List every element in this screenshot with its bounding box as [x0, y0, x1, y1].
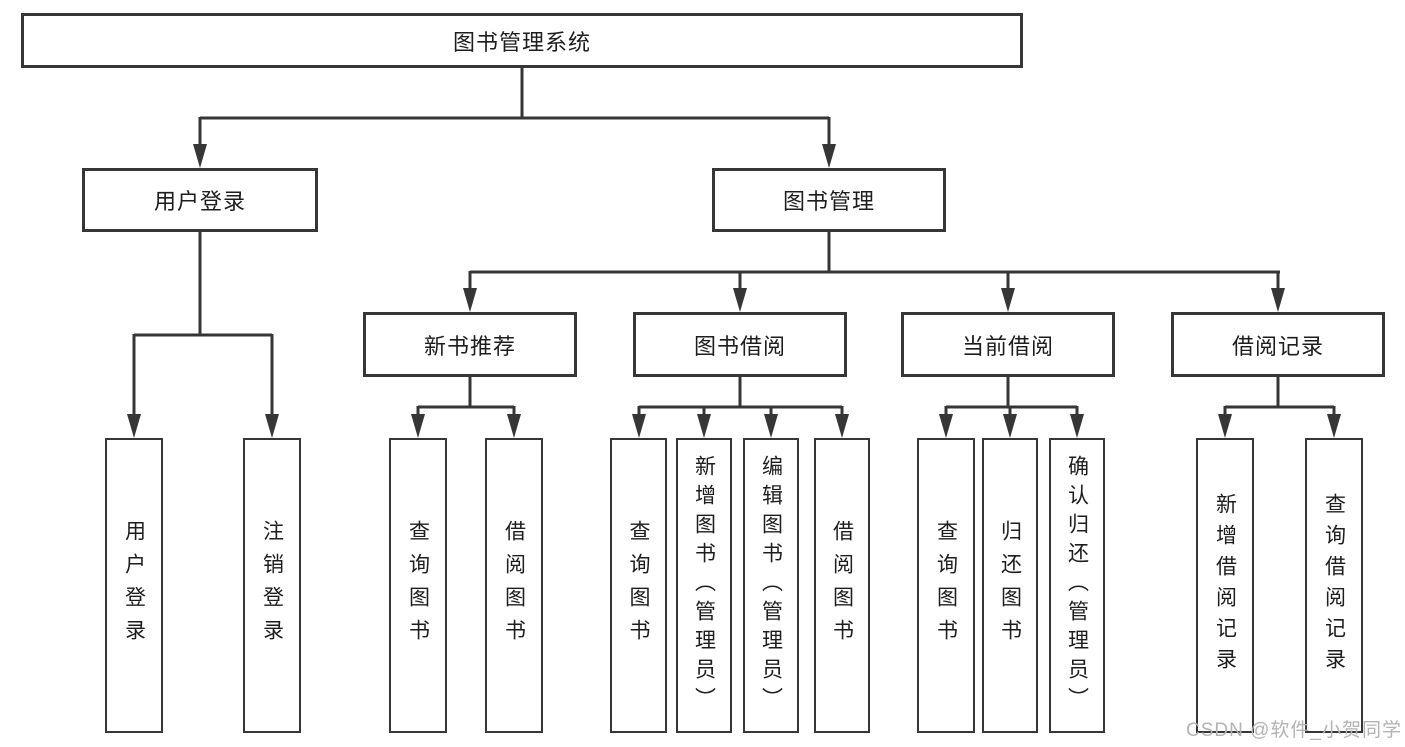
node-label: 当前借阅 [961, 333, 1054, 359]
leaf-confirm-return-admin: 确认归还（管理员） [1049, 438, 1105, 733]
leaf-label: 借阅图书 [830, 519, 854, 652]
node-library-system: 图书管理系统 [21, 13, 1023, 68]
leaf-label: 借阅图书 [502, 519, 526, 652]
node-label: 图书管理系统 [452, 29, 591, 55]
leaf-logout: 注销登录 [243, 438, 301, 733]
leaf-label: 查询图书 [406, 519, 430, 652]
leaf-edit-books-admin: 编辑图书（管理员） [743, 438, 799, 733]
node-label: 借阅记录 [1231, 333, 1324, 359]
leaf-query-books: 查询图书 [610, 438, 667, 733]
leaf-query-books: 查询图书 [389, 438, 447, 733]
leaf-label: 新增图书（管理员） [692, 455, 716, 716]
arrowheads [127, 144, 1341, 438]
node-label: 新书推荐 [423, 333, 516, 359]
csdn-watermark: CSDN @软件_小贺同学 [1186, 720, 1402, 741]
leaf-query-borrow-record: 查询借阅记录 [1305, 438, 1363, 733]
leaf-return-books: 归还图书 [982, 438, 1038, 733]
node-book-borrow: 图书借阅 [633, 312, 847, 377]
leaf-borrow-books: 借阅图书 [485, 438, 543, 733]
leaf-add-borrow-record: 新增借阅记录 [1196, 438, 1254, 733]
node-new-book-recommend: 新书推荐 [363, 312, 577, 377]
leaf-add-books-admin: 新增图书（管理员） [676, 438, 732, 733]
node-current-borrow: 当前借阅 [901, 312, 1115, 377]
leaf-label: 查询图书 [934, 519, 958, 652]
leaf-label: 归还图书 [998, 519, 1022, 652]
leaf-label: 查询借阅记录 [1322, 492, 1346, 679]
node-book-management: 图书管理 [712, 168, 946, 232]
leaf-label: 用户登录 [122, 519, 146, 652]
leaf-user-login: 用户登录 [105, 438, 163, 733]
leaf-label: 确认归还（管理员） [1065, 455, 1089, 716]
node-user-login: 用户登录 [82, 168, 318, 232]
node-label: 图书借阅 [693, 333, 786, 359]
node-label: 图书管理 [782, 189, 875, 214]
leaf-label: 查询图书 [627, 519, 650, 652]
leaf-label: 新增借阅记录 [1213, 492, 1237, 679]
leaf-label: 注销登录 [260, 519, 284, 652]
leaf-label: 编辑图书（管理员） [759, 455, 783, 716]
leaf-borrow-books: 借阅图书 [814, 438, 870, 733]
leaf-query-books: 查询图书 [917, 438, 975, 733]
node-borrow-records: 借阅记录 [1171, 312, 1385, 377]
node-label: 用户登录 [153, 189, 246, 214]
